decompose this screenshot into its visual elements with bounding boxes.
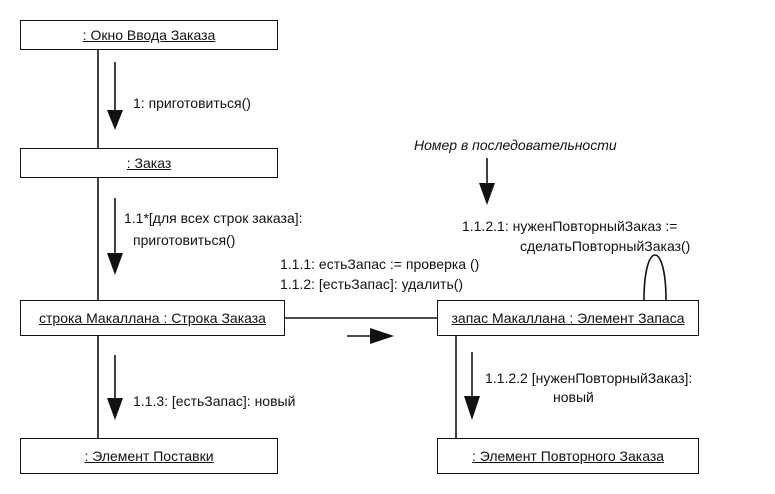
object-stock-item: запас Макаллана : Элемент Запаса <box>437 300 699 336</box>
arrow-msg-1-1-3 <box>107 355 123 420</box>
message-1-1-3: 1.1.3: [естьЗапас]: новый <box>133 393 296 409</box>
object-order-line: строка Макаллана : Строка Заказа <box>20 300 285 336</box>
object-reorder-item: : Элемент Повторного Заказа <box>437 438 699 474</box>
message-1-1-line1: 1.1*[для всех строк заказа]: <box>124 210 303 226</box>
object-order-entry-window: : Окно Ввода Заказа <box>20 20 278 50</box>
self-link-stock <box>643 254 667 301</box>
object-order: : Заказ <box>20 148 278 178</box>
message-1-1-2: 1.1.2: [естьЗапас]: удалить() <box>280 276 464 292</box>
arrow-msg-1-1-1 <box>347 328 394 344</box>
arrow-msg-1-1-2-2 <box>464 352 480 420</box>
message-1: 1: приготовиться() <box>133 95 251 111</box>
arrow-note <box>479 158 495 205</box>
message-1-1-2-1-line1: 1.1.2.1: нуженПовторныйЗаказ := <box>462 218 678 234</box>
message-1-1-line2: приготовиться() <box>133 232 236 248</box>
object-delivery-item: : Элемент Поставки <box>20 438 278 474</box>
message-1-1-1: 1.1.1: естьЗапас := проверка () <box>280 256 480 272</box>
message-1-1-2-2-line2: новый <box>553 389 594 405</box>
message-1-1-2-2-line1: 1.1.2.2 [нуженПовторныйЗаказ]: <box>485 370 693 386</box>
message-1-1-2-1-line2: сделатьПовторныйЗаказ() <box>520 238 691 254</box>
sequence-number-note: Номер в последовательности <box>414 137 617 153</box>
arrow-msg-1-1 <box>107 198 123 275</box>
arrow-msg-1 <box>107 62 123 130</box>
